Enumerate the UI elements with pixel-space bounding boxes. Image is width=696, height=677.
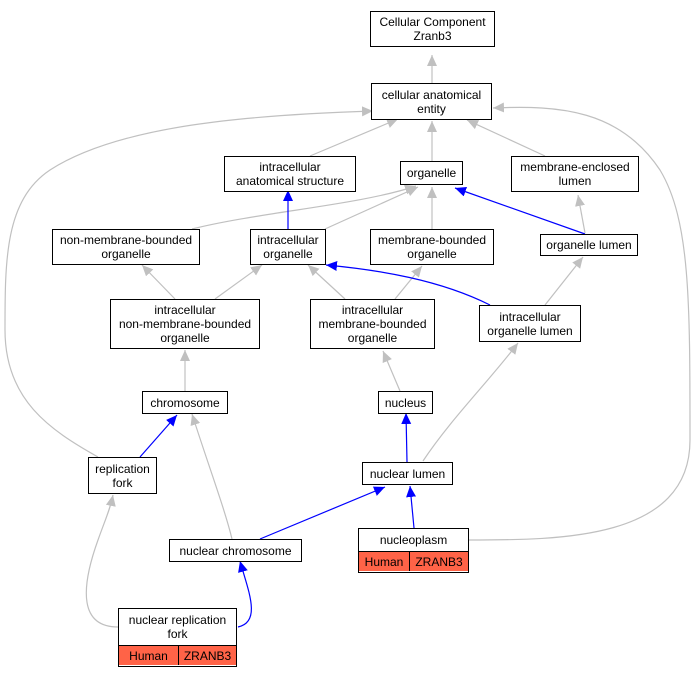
- species-cell: Human: [119, 646, 178, 665]
- edge-nucleus-imbo: [382, 350, 401, 392]
- edge-nchrom-nlumen: [259, 486, 386, 540]
- edge-io-organelle: [324, 186, 419, 230]
- edge-nrf-nchrom: [237, 560, 252, 628]
- edge-mel-cae: [466, 119, 546, 157]
- edge-imbo-mbo: [394, 265, 423, 300]
- node-membrane-bounded-organelle[interactable]: membrane-bounded organelle: [370, 229, 494, 265]
- edge-nucleoplasm-cae: [468, 102, 691, 541]
- edge-nlumen-nucleus: [401, 412, 412, 463]
- node-cellular-anatomical-entity[interactable]: cellular anatomical entity: [371, 83, 492, 120]
- node-non-membrane-bounded-organelle[interactable]: non-membrane-bounded organelle: [52, 229, 200, 265]
- node-chromosome[interactable]: chromosome: [142, 391, 228, 414]
- edge-nchrom-chromosome: [190, 413, 233, 540]
- node-nucleus[interactable]: nucleus: [378, 391, 433, 414]
- node-intracellular-anatomical-structure[interactable]: intracellular anatomical structure: [224, 156, 356, 192]
- species-cell: Human: [359, 552, 409, 571]
- node-organelle-lumen[interactable]: organelle lumen: [540, 234, 638, 256]
- node-nucleoplasm-title: nucleoplasm: [359, 529, 468, 552]
- edge-ias-cae: [309, 118, 399, 157]
- node-nucleoplasm[interactable]: nucleoplasm Human ZRANB3: [358, 528, 469, 573]
- node-nuclear-replication-fork-title: nuclear replication fork: [119, 609, 236, 646]
- edge-iol-ol: [544, 256, 584, 306]
- edge-nlumen-iol: [422, 342, 519, 462]
- edge-rf-chromosome: [139, 414, 178, 458]
- edge-ol-mel: [575, 194, 586, 234]
- node-intracellular-organelle[interactable]: intracellular organelle: [250, 229, 326, 265]
- edge-inmbo-io: [214, 264, 263, 300]
- node-replication-fork[interactable]: replication fork: [88, 457, 157, 494]
- node-cellular-component[interactable]: Cellular Component Zranb3: [370, 11, 495, 47]
- node-membrane-enclosed-lumen[interactable]: membrane-enclosed lumen: [511, 156, 639, 192]
- edge-nucleoplasm-nlumen: [406, 485, 417, 529]
- edge-inmbo-nmbo: [141, 264, 176, 300]
- edge-nrf-rf: [85, 494, 119, 628]
- edge-imbo-io: [307, 264, 346, 300]
- edge-iol-io: [325, 261, 491, 306]
- node-intracellular-membrane-bounded-organelle[interactable]: intracellular membrane-bounded organelle: [310, 299, 435, 349]
- edge-nmbo-organelle: [191, 184, 417, 230]
- node-organelle[interactable]: organelle: [400, 161, 463, 185]
- node-intracellular-organelle-lumen[interactable]: intracellular organelle lumen: [479, 305, 581, 342]
- edge-rf-cae: [4, 106, 374, 458]
- node-nuclear-lumen[interactable]: nuclear lumen: [362, 462, 453, 485]
- annotation-row: Human ZRANB3: [119, 646, 236, 665]
- edge-ol-organelle: [454, 186, 586, 235]
- node-nuclear-chromosome[interactable]: nuclear chromosome: [169, 539, 302, 562]
- node-intracellular-non-membrane-bounded-organelle[interactable]: intracellular non-membrane-bounded organ…: [110, 299, 260, 349]
- node-nuclear-replication-fork[interactable]: nuclear replication fork Human ZRANB3: [118, 608, 237, 667]
- gene-cell: ZRANB3: [178, 646, 236, 665]
- gene-cell: ZRANB3: [409, 552, 468, 571]
- annotation-row: Human ZRANB3: [359, 552, 468, 571]
